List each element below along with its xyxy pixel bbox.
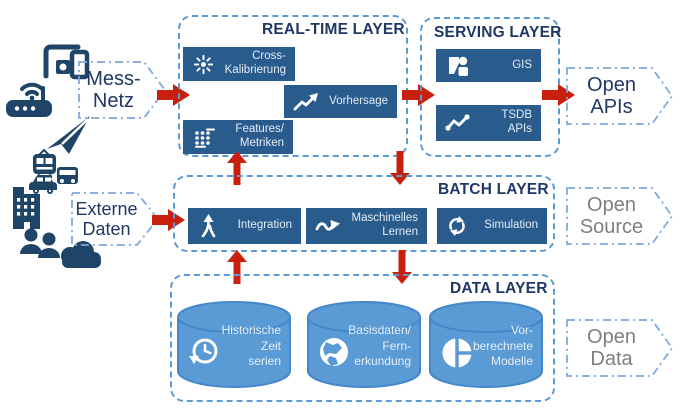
box-label: Vorhersage xyxy=(329,94,388,107)
box-label: Simulation xyxy=(484,219,538,232)
open-source-label: Open Source xyxy=(579,193,644,238)
gis-map-person-icon xyxy=(445,54,472,77)
box-maschinelles-lernen: Maschinelles Lernen xyxy=(306,208,427,244)
cloud-icon xyxy=(61,241,101,268)
cylinder-vorberechnete-modelle: Vor- berechnete Modelle xyxy=(427,299,545,391)
history-clock-icon xyxy=(187,335,221,374)
pie-chart-icon xyxy=(439,335,475,376)
cylinder-shape xyxy=(429,301,543,388)
tram-icon xyxy=(33,148,56,179)
building-icon xyxy=(13,187,40,229)
people-icon xyxy=(20,228,60,258)
mess-netz-callout: Mess- Netz xyxy=(78,61,166,119)
wifi-router-icon xyxy=(6,82,52,117)
open-data-label: Open Data xyxy=(587,325,636,370)
box-label: Maschinelles Lernen xyxy=(351,212,418,238)
box-label: Integration xyxy=(237,219,292,232)
batch-layer xyxy=(173,175,555,252)
box-features-metriken: Features/ Metriken xyxy=(183,120,293,154)
externe-daten-callout: Externe Daten xyxy=(71,192,159,246)
box-integration: Integration xyxy=(188,208,301,244)
cycle-arrows-icon xyxy=(446,215,468,237)
open-data-callout: Open Data xyxy=(566,319,674,377)
merge-arrow-icon xyxy=(197,214,219,238)
box-vorhersage: Vorhersage xyxy=(284,85,397,118)
data-layer-title: DATA LAYER xyxy=(450,280,548,297)
arrow-callout-outline xyxy=(71,192,159,246)
box-cross-kalibrierung: Cross- Kalibrierung xyxy=(183,47,295,81)
cylinder-label: Vor- berechnete Modelle xyxy=(472,323,533,369)
open-apis-callout: Open APIs xyxy=(566,67,674,125)
box-label: Cross- Kalibrierung xyxy=(224,50,286,76)
cylinder-label: Basisdaten/ Fern- erkundung xyxy=(348,323,411,369)
box-tsdb-apis: TSDB APIs xyxy=(436,105,541,141)
cylinder-historische-zeitserien: Historische Zeit serien xyxy=(175,299,293,391)
arrow-callout-outline xyxy=(78,61,166,119)
bus-icon xyxy=(57,167,78,184)
box-label: GIS xyxy=(512,58,532,71)
wave-arrow-icon xyxy=(315,216,341,236)
data-layer xyxy=(170,274,555,402)
arrow-data-to-batch xyxy=(227,250,247,284)
timeseries-line-icon xyxy=(445,113,471,133)
cylinder-label: Historische Zeit serien xyxy=(221,323,281,369)
box-simulation: Simulation xyxy=(437,208,547,244)
data-source-icons xyxy=(6,44,101,268)
paper-plane-icon xyxy=(47,116,90,154)
globe-icon xyxy=(317,335,351,374)
calibration-sparkle-icon xyxy=(192,53,215,76)
cylinder-shape xyxy=(307,301,421,388)
arrow-batch-to-realtime xyxy=(227,151,247,185)
mess-netz-label: Mess- Netz xyxy=(86,67,141,112)
cylinder-shape xyxy=(177,301,291,388)
box-label: TSDB APIs xyxy=(501,109,532,135)
open-source-callout: Open Source xyxy=(566,187,674,245)
arrow-messnetz-to-realtime xyxy=(157,84,190,106)
cylinder-basisdaten-fernerkundung: Basisdaten/ Fern- erkundung xyxy=(305,299,423,391)
arrow-realtime-to-serving xyxy=(402,84,435,106)
externe-daten-label: Externe Daten xyxy=(75,198,138,239)
trend-up-icon xyxy=(293,92,319,112)
box-label: Features/ Metriken xyxy=(235,123,284,149)
realtime-layer-title: REAL-TIME LAYER xyxy=(262,21,405,38)
arrow-serving-to-openapis xyxy=(542,84,575,106)
arrow-externedaten-to-batch xyxy=(152,209,185,231)
open-apis-label: Open APIs xyxy=(587,73,636,118)
box-gis: GIS xyxy=(436,49,541,82)
serving-layer-title: SERVING LAYER xyxy=(434,24,562,41)
car-icon xyxy=(29,175,57,194)
batch-layer-title: BATCH LAYER xyxy=(438,181,549,198)
metrics-grid-icon xyxy=(192,126,218,148)
realtime-layer xyxy=(178,15,408,157)
